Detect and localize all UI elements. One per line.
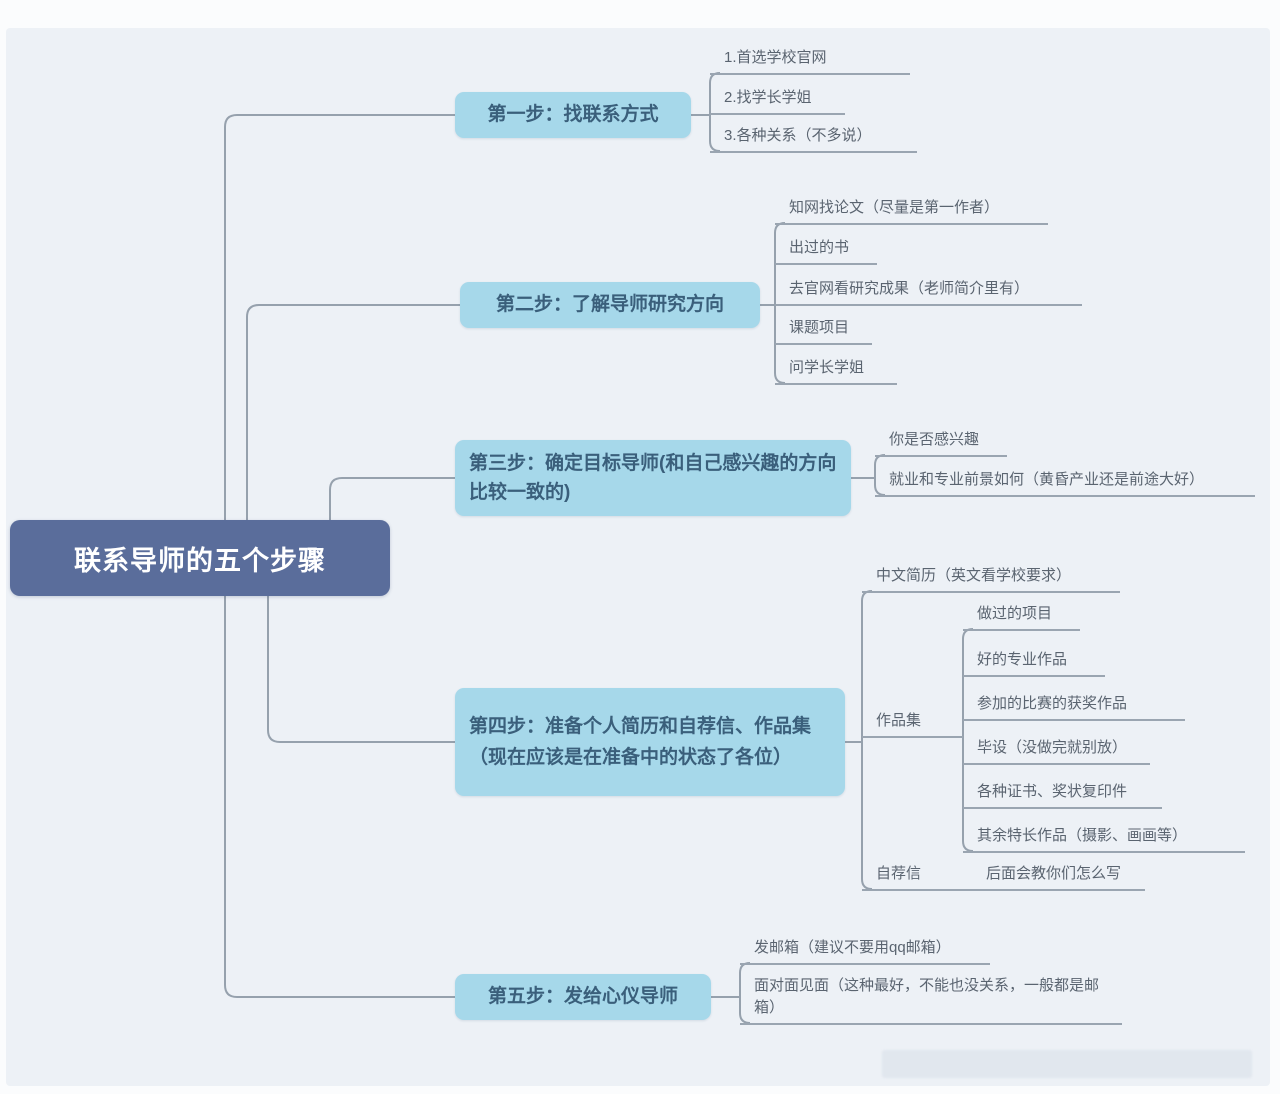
step-2-node[interactable]: 第二步：了解导师研究方向 [460,282,760,328]
step-5-node[interactable]: 第五步：发给心仪导师 [455,974,711,1020]
step-2-child-books[interactable]: 出过的书 [775,237,877,265]
portfolio-child-award-works[interactable]: 参加的比赛的获奖作品 [963,693,1185,721]
step-1-child-seniors[interactable]: 2.找学长学姐 [710,87,845,115]
step-4-child-cover-letter[interactable]: 自荐信 [862,863,962,891]
step-5-child-email[interactable]: 发邮箱（建议不要用qq邮箱） [740,937,990,965]
step-3-child-interest[interactable]: 你是否感兴趣 [875,429,1007,457]
portfolio-child-other-talents[interactable]: 其余特长作品（摄影、画画等） [963,825,1245,853]
step-1-node[interactable]: 第一步：找联系方式 [455,92,691,138]
cover-letter-child-how-to-write[interactable]: 后面会教你们怎么写 [962,863,1145,891]
step-1-child-school-website[interactable]: 1.首选学校官网 [710,47,910,75]
step-1-child-connections[interactable]: 3.各种关系（不多说） [710,125,917,153]
step-2-child-cnki-papers[interactable]: 知网找论文（尽量是第一作者） [775,197,1048,225]
portfolio-child-projects-done[interactable]: 做过的项目 [963,603,1080,631]
step-2-child-ask-seniors[interactable]: 问学长学姐 [775,357,897,385]
step-2-child-projects[interactable]: 课题项目 [775,317,872,345]
portfolio-child-certificates[interactable]: 各种证书、奖状复印件 [963,781,1162,809]
portfolio-child-graduation-project[interactable]: 毕设（没做完就别放） [963,737,1150,765]
step-2-child-official-site[interactable]: 去官网看研究成果（老师简介里有） [775,278,1082,306]
step-5-child-meet-in-person[interactable]: 面对面见面（这种最好，不能也没关系，一般都是邮箱） [740,975,1122,1025]
root-topic[interactable]: 联系导师的五个步骤 [10,520,390,596]
step-4-child-resume[interactable]: 中文简历（英文看学校要求） [862,565,1120,593]
step-3-child-prospects[interactable]: 就业和专业前景如何（黄昏产业还是前途大好） [875,469,1255,497]
step-4-node[interactable]: 第四步：准备个人简历和自荐信、作品集（现在应该是在准备中的状态了各位） [455,688,845,796]
step-3-node[interactable]: 第三步：确定目标导师(和自己感兴趣的方向比较一致的) [455,440,851,516]
portfolio-child-good-works[interactable]: 好的专业作品 [963,649,1105,677]
watermark [882,1050,1252,1078]
step-4-child-portfolio[interactable]: 作品集 [862,710,963,738]
